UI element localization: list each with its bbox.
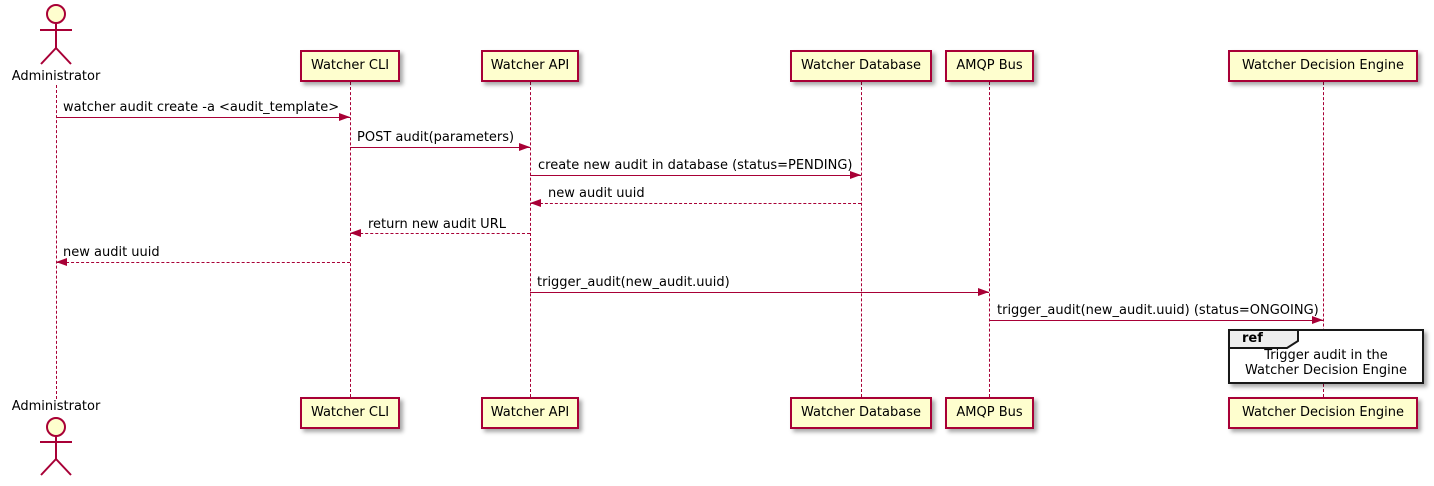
participant-top-watcher-cli: Watcher CLI — [300, 50, 400, 82]
message-2-label: POST audit(parameters) — [357, 130, 515, 145]
message-6-label: new audit uuid — [63, 245, 160, 260]
participant-bottom-watcher-database: Watcher Database — [790, 397, 932, 429]
lifeline-watcher-api — [530, 82, 531, 397]
message-4-line — [530, 203, 861, 204]
message-5-label: return new audit URL — [368, 217, 506, 232]
message-2-line — [350, 147, 530, 148]
ref-keyword: ref — [1242, 331, 1263, 346]
message-4-arrowhead-icon — [530, 199, 541, 207]
lifeline-watcher-database — [861, 82, 862, 397]
message-7-label: trigger_audit(new_audit.uuid) — [537, 275, 730, 290]
lifeline-watcher-decision-engine — [1323, 82, 1324, 397]
message-6-arrowhead-icon — [56, 258, 67, 266]
message-3-arrowhead-icon — [850, 171, 861, 179]
message-3-label: create new audit in database (status=PEN… — [538, 158, 853, 173]
message-2-arrowhead-icon — [519, 143, 530, 151]
participant-bottom-amqp-bus: AMQP Bus — [945, 397, 1034, 429]
participant-bottom-administrator: Administrator — [11, 399, 101, 414]
participant-top-amqp-bus: AMQP Bus — [945, 50, 1034, 82]
lifeline-watcher-cli — [350, 82, 351, 397]
message-8-arrowhead-icon — [1312, 316, 1323, 324]
participant-bottom-watcher-api: Watcher API — [481, 397, 579, 429]
message-8-line — [989, 320, 1323, 321]
ref-text-line1: Trigger audit in the — [1264, 348, 1388, 363]
message-1-arrowhead-icon — [339, 113, 350, 121]
participant-top-watcher-database: Watcher Database — [790, 50, 932, 82]
message-7-arrowhead-icon — [978, 288, 989, 296]
message-8-label: trigger_audit(new_audit.uuid) (status=ON… — [997, 303, 1319, 318]
message-7-line — [530, 292, 989, 293]
message-4-label: new audit uuid — [548, 186, 645, 201]
message-5-arrowhead-icon — [350, 229, 361, 237]
participant-bottom-watcher-cli: Watcher CLI — [300, 397, 400, 429]
actor-icon — [40, 4, 72, 65]
message-6-line — [56, 262, 350, 263]
ref-text: Trigger audit in the Watcher Decision En… — [1230, 348, 1422, 378]
message-5-line — [350, 233, 530, 234]
ref-text-line2: Watcher Decision Engine — [1245, 363, 1407, 378]
ref-tab-icon — [1228, 329, 1299, 349]
participant-top-watcher-decision-engine: Watcher Decision Engine — [1228, 50, 1418, 82]
actor-icon — [40, 417, 72, 476]
participant-top-administrator: Administrator — [11, 69, 101, 84]
participant-bottom-watcher-decision-engine: Watcher Decision Engine — [1228, 397, 1418, 429]
participant-top-watcher-api: Watcher API — [481, 50, 579, 82]
message-3-line — [530, 175, 861, 176]
lifeline-amqp-bus — [989, 82, 990, 397]
message-1-line — [56, 117, 350, 118]
ref-fragment: ref Trigger audit in the Watcher Decisio… — [1228, 329, 1424, 384]
lifeline-administrator — [56, 85, 57, 399]
message-1-label: watcher audit create -a <audit_template> — [63, 100, 340, 115]
